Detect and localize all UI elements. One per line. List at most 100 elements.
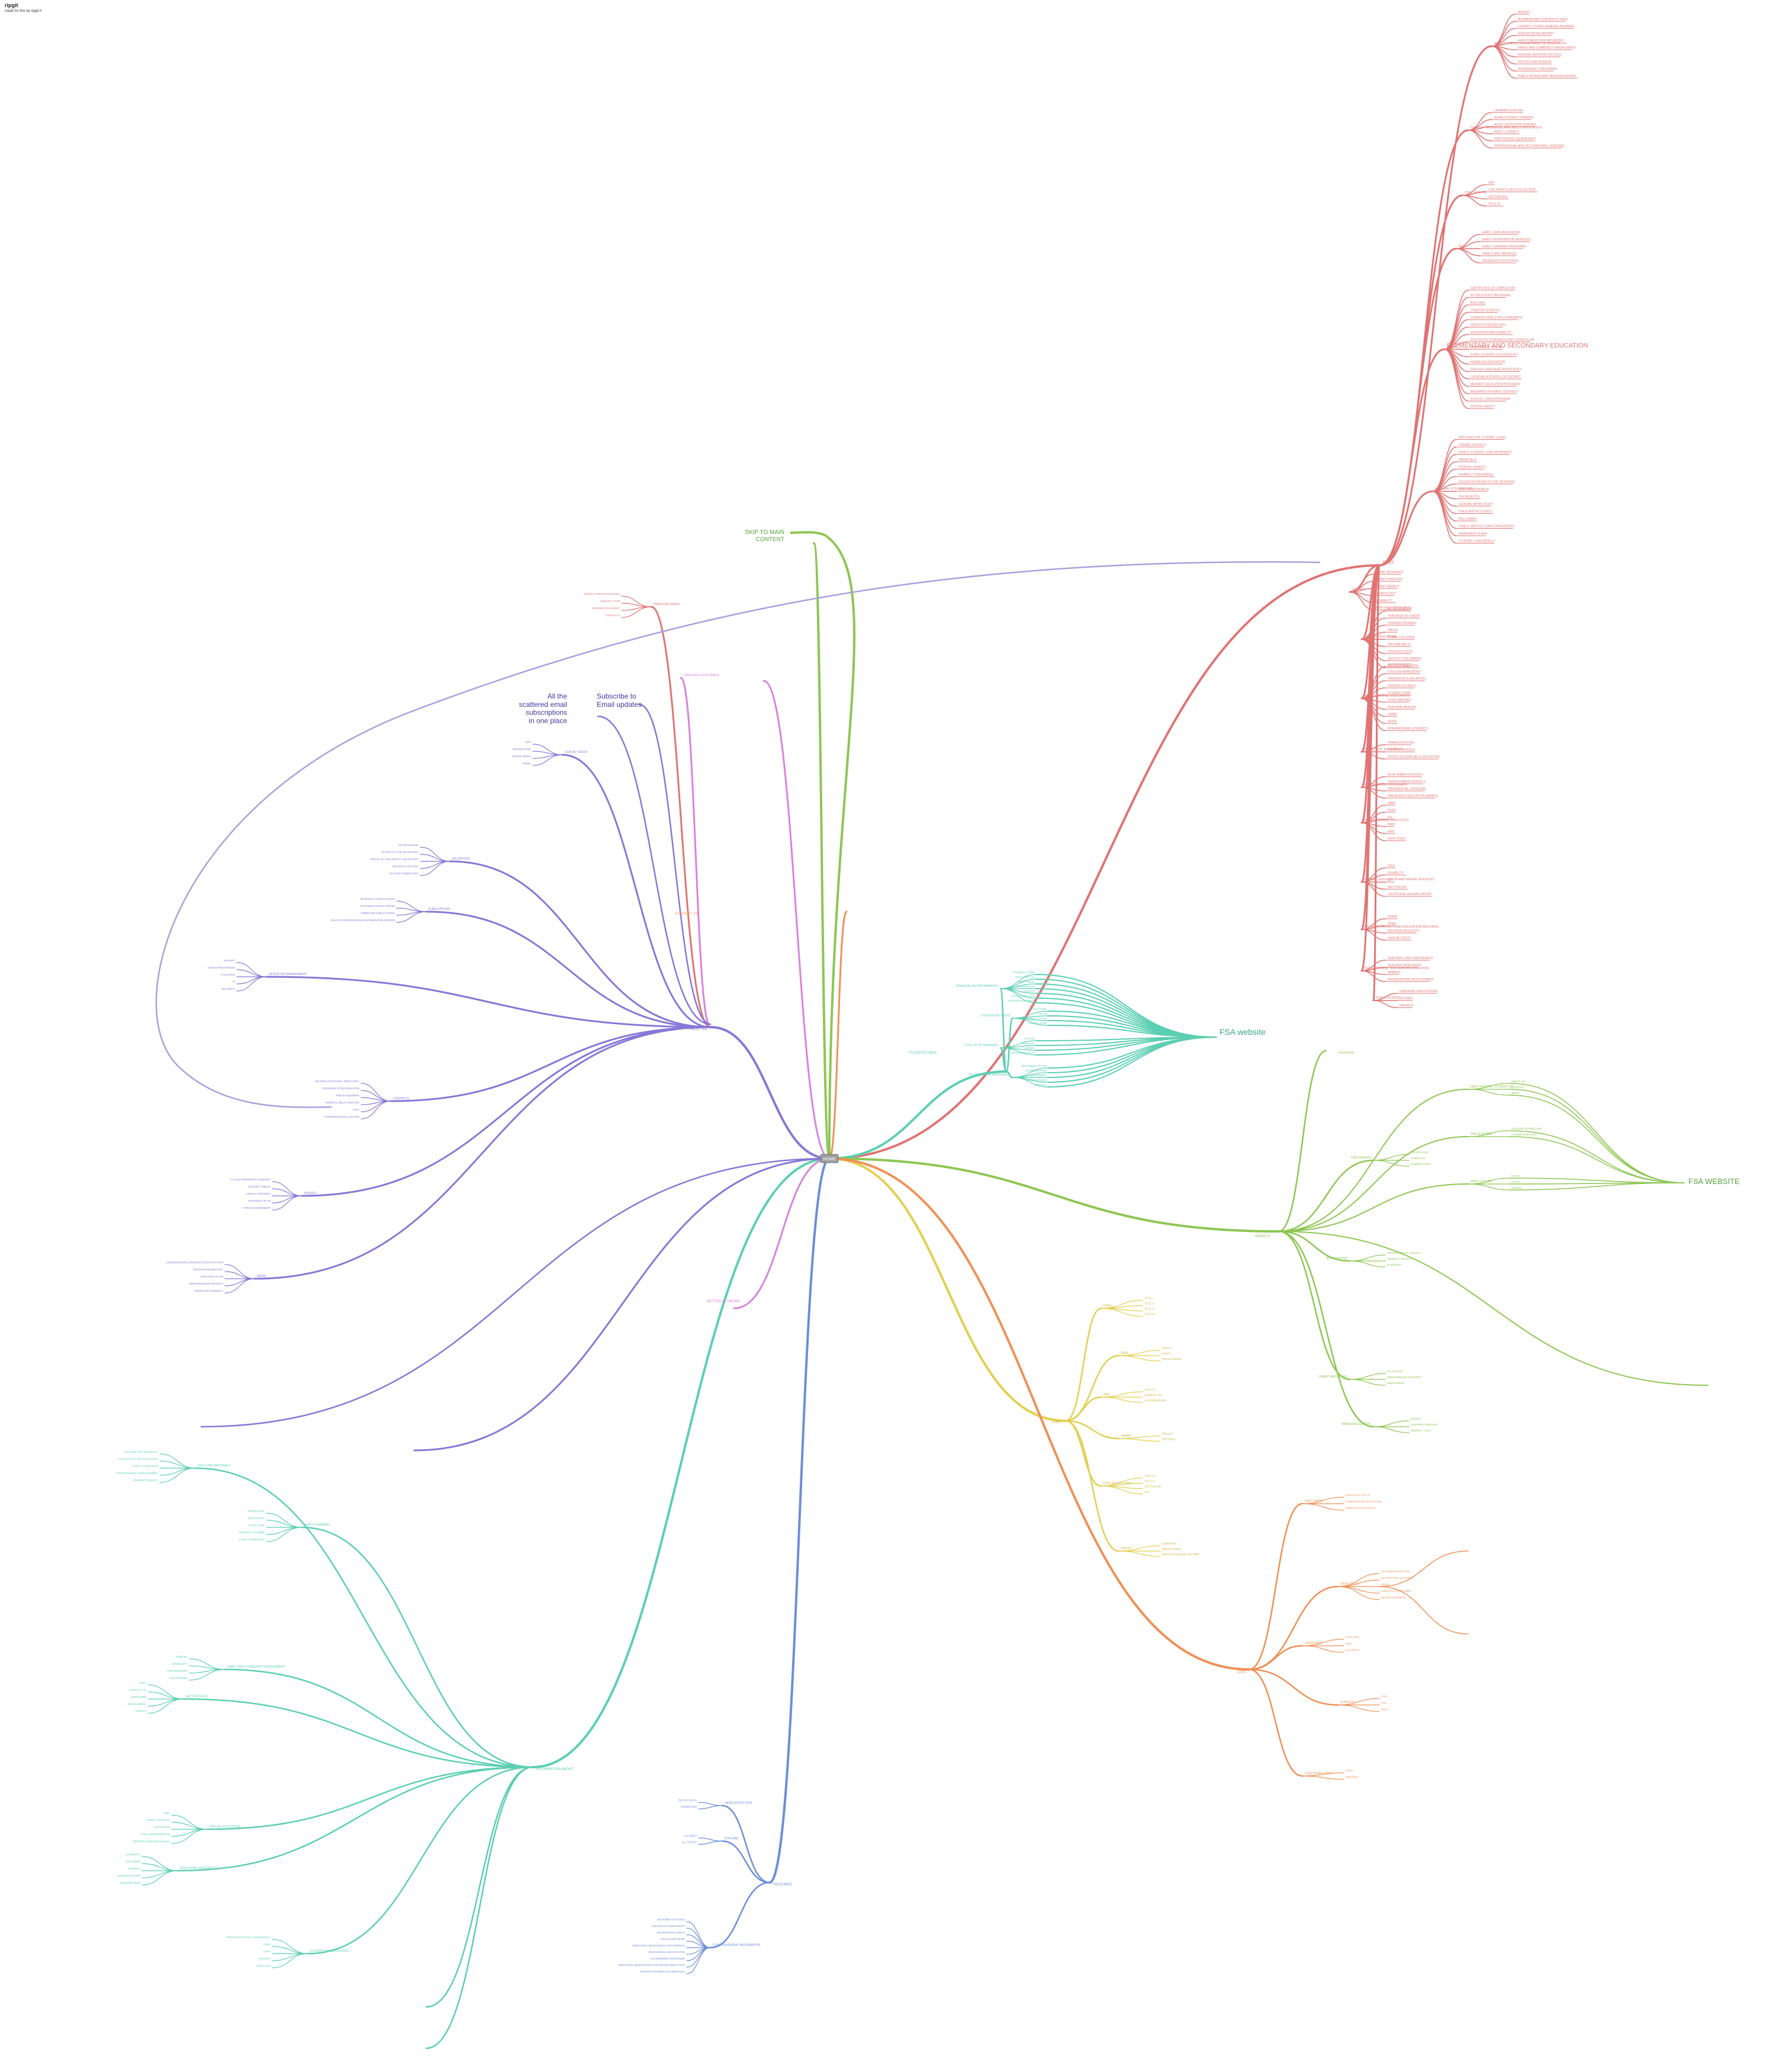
item-label[interactable]: DATA SECURITY [1388,937,1411,940]
about-item-label[interactable]: STRATEGIC PLAN [201,1275,223,1278]
group-label[interactable]: RECOGNITION PROGRAMS [1364,783,1407,787]
item-label[interactable]: EDUCATION BENEFITS FOR VETERANS [1459,481,1516,484]
item-label[interactable]: FEDERAL REGISTER NOTICES [1518,53,1562,57]
about-item-label[interactable]: ED PROGRAMS [398,844,419,847]
item-label[interactable]: EDUCATION SECRETARY [1518,32,1554,36]
data-group-label[interactable]: DATA TOOLS [1340,1582,1359,1586]
item-label[interactable]: CONTACT US AND GENERAL INQUIRIES [1518,25,1575,28]
about-item-label[interactable]: BUDGET TABLES [249,1185,271,1188]
about-group-label[interactable]: CONTACTS [393,1097,410,1101]
info-item-label[interactable]: SOCIAL MEDIA [127,1703,146,1706]
info-group-label[interactable]: THE CORE MATERIALS [198,1464,231,1468]
item-label[interactable]: STUDY ABROAD [1388,699,1411,702]
item-label[interactable]: COMMON CORE STATE STANDARDS [1471,316,1523,320]
about-item-label[interactable]: OFFICE OF THE SECRETARY [381,851,419,854]
info-group-label[interactable]: GET INVOLVED [186,1695,208,1698]
item-label[interactable]: FSA ID AND ACCOUNTS [1459,510,1492,514]
features-item-label[interactable]: ED.GOV BLOG [678,1799,697,1802]
item-label[interactable]: GRANT SEARCH [1376,585,1399,588]
item-label[interactable]: USNEI [1388,713,1397,716]
group-label[interactable]: CIVIL RIGHTS [1465,191,1486,195]
about-item-label[interactable]: RESEARCH PUBLICATIONS [360,897,395,900]
laws-item-label[interactable]: ADA [1144,1491,1150,1494]
fsa2-item-label[interactable]: NEWS [1511,1092,1520,1095]
item-label[interactable]: ERIC [1388,830,1395,834]
about-item-label[interactable]: CONGRESSIONAL AFFAIRS [324,1115,359,1118]
info-group-label[interactable]: CLASSROOM RESOURCES [310,1949,349,1953]
laws-item-label[interactable]: GUIDANCE [1162,1542,1176,1545]
group-label[interactable]: PUBLICATIONS [1376,996,1399,1000]
item-label[interactable]: HBCUS [1388,629,1398,632]
about-item-label[interactable]: HOW DO I FIND [600,600,620,603]
about-group-label[interactable]: BUDGET [304,1192,317,1195]
item-label[interactable]: GREEN RIBBON SCHOOLS [1388,780,1426,784]
info-item-label[interactable]: PARENTS [128,1867,140,1870]
data-item-label[interactable]: CRDC [1346,1769,1354,1772]
about-item-label[interactable]: IT [233,980,235,983]
fsa-item-label[interactable]: DEPENDENCY STATUS [1017,1017,1047,1020]
item-label[interactable]: WORK-STUDENT TRAINING [1494,116,1533,120]
about-group-label[interactable]: PRESS RELEASES [654,603,680,606]
item-label[interactable]: PPRA [1388,922,1396,926]
about-item-label[interactable]: STRATEGIC PLAN [248,1199,271,1202]
group-label[interactable]: STUDENT PRIVACY AND EDUCATION RECORDS [1364,925,1439,929]
grants-item-label[interactable]: UNIFORM GUIDANCE [1411,1423,1438,1426]
about-item-label[interactable]: ED PUBLICATIONS ONLINE [361,905,395,908]
info-item-label[interactable]: REPORTS AND RESOURCES [133,1840,170,1843]
data-item-label[interactable]: CONDITION OF EDUCATION [1346,1500,1381,1503]
about-item-label[interactable]: OFFICE OF THE DEPUTY SECRETARY [370,858,419,861]
about-group-label[interactable]: LANGUAGE ASSISTANCE [683,674,719,677]
info-item-label[interactable]: TRANSITION [154,1826,170,1829]
item-label[interactable]: ADULT LITERACY [1494,130,1519,134]
laws-group-label[interactable]: ESSA [1103,1304,1112,1308]
item-label[interactable]: SCHOOL LUNCH PROGRAM [1471,398,1510,401]
about-item-label[interactable]: FOIA [353,1108,359,1111]
fsa-item-label[interactable]: GRANTS [1024,990,1035,993]
item-label[interactable]: TEACHER LOAN FORGIVENESS [1388,957,1433,960]
group-label[interactable]: CAREER TECHNICAL AND ADULT EDUCATION [1471,126,1542,130]
item-label[interactable]: PRIVATE SCHOOLS [1388,748,1415,752]
item-label[interactable]: BULLYING [1471,301,1485,305]
about-item-label[interactable]: PRESS INQUIRIES [336,1094,359,1097]
center-node[interactable] [820,1154,839,1163]
item-label[interactable]: COLLEGE COSTS [1388,650,1413,654]
item-label[interactable]: EARLY INTERVENTION SERVICES [1482,238,1531,242]
data-group-label[interactable]: OPEN DATA [1305,1642,1322,1645]
about-item-label[interactable]: INSPECTOR GENERAL [194,1289,223,1292]
item-label[interactable]: PUBLIC SERVICE LOAN FORGIVENESS [1459,525,1514,529]
item-label[interactable]: ORDERING PUBLICATIONS [1399,990,1438,993]
features-item-label[interactable]: ED HOME ACTIVITIES [657,1918,685,1921]
group-label[interactable]: ELEMENTARY AND SECONDARY EDUCATION [1447,342,1588,349]
item-label[interactable]: SECTION 504 [1488,195,1507,199]
item-label[interactable]: EDUCATION AND DISABILITY [1471,331,1512,334]
item-label[interactable]: WWC [1388,823,1395,826]
item-label[interactable]: DISABILITY [1388,871,1404,875]
data-item-label[interactable]: NCES FAST FACTS [1346,1494,1370,1497]
fsa-item-label[interactable]: DEFAULT [1035,1083,1047,1086]
item-label[interactable]: BUDGET [1518,11,1530,14]
data-item-label[interactable]: NAEP DATA EXPLORER [1381,1590,1411,1592]
fsa2-item-label[interactable]: FSA ID [1511,1180,1520,1183]
laws-item-label[interactable]: PART B [1162,1347,1172,1350]
laws-item-label[interactable]: STUDENT AID [1144,1394,1162,1397]
info-item-label[interactable]: STEM [263,1943,271,1946]
item-label[interactable]: LEARNING ENGLISH [1494,109,1523,112]
info-item-label[interactable]: STUDENTS [126,1853,140,1856]
about-item-label[interactable]: ED STAFF DIRECTORY [390,872,419,875]
item-label[interactable]: INTERAGENCY PROGRAMS [1518,67,1558,71]
laws-item-label[interactable]: SECTION 504 [1144,1485,1162,1488]
about-item-label[interactable]: FY 2024 PRESIDENT'S BUDGET [230,1178,271,1181]
about-item-label[interactable]: ANNUAL REPORTS [246,1192,271,1195]
item-label[interactable]: CHARTER SCHOOLS [1471,309,1501,313]
info-item-label[interactable]: CHILD CARE [249,1524,265,1527]
features-item-label[interactable]: ALL TOPICS [681,1841,697,1844]
grants-item-label[interactable]: DISCRETIONARY GRANTS [1387,1251,1421,1254]
info-group-label[interactable]: ADDITIONAL RESOURCES [180,1867,218,1870]
data-item-label[interactable]: PSS [1381,1701,1386,1704]
about-item-label[interactable]: RSS [526,741,531,744]
fsa-item-label[interactable]: FAFSA FORM [1029,1008,1047,1011]
fsa-item-label[interactable]: STUDENT LOANS [1012,971,1035,974]
data-item-label[interactable]: COLLEGE NAVIGATOR [1381,1570,1410,1573]
fsa-website-label[interactable]: FSA website [1220,1027,1266,1037]
item-label[interactable]: CAREER SCHOOLS [1459,443,1487,447]
